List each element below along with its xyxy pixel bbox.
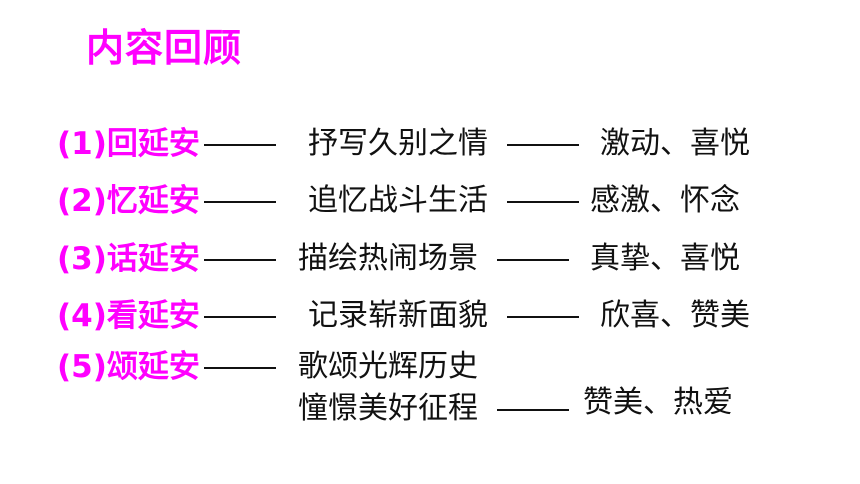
- dash-connector: [204, 259, 276, 261]
- dash-connector: [204, 367, 276, 369]
- dash-connector: [507, 201, 579, 203]
- row-label: (1)回延安: [57, 126, 200, 162]
- row-label: (3)话延安: [57, 241, 200, 277]
- row-content: 歌颂光辉历史: [298, 349, 478, 384]
- row-content: 记录崭新面貌: [308, 298, 488, 333]
- review-row-5: (5)颂延安 歌颂光辉历史: [0, 345, 860, 389]
- row-feeling: 感激、怀念: [590, 183, 740, 218]
- dash-connector: [204, 201, 276, 203]
- dash-connector: [497, 259, 569, 261]
- review-row-5-cont: 憧憬美好征程 赞美、热爱: [0, 385, 860, 431]
- row-feeling: 真挚、喜悦: [590, 241, 740, 276]
- row-label: (4)看延安: [57, 298, 200, 334]
- row-label: (5)颂延安: [57, 349, 200, 385]
- dash-connector: [204, 144, 276, 146]
- row-feeling: 赞美、热爱: [583, 385, 733, 420]
- review-row-1: (1)回延安 抒写久别之情 激动、喜悦: [0, 122, 860, 166]
- review-row-3: (3)话延安 描绘热闹场景 真挚、喜悦: [0, 237, 860, 281]
- review-row-4: (4)看延安 记录崭新面貌 欣喜、赞美: [0, 294, 860, 338]
- row-content: 描绘热闹场景: [298, 241, 478, 276]
- review-row-2: (2)忆延安 追忆战斗生活 感激、怀念: [0, 179, 860, 223]
- row-content: 憧憬美好征程: [298, 391, 478, 426]
- dash-connector: [507, 144, 579, 146]
- slide-title: 内容回顾: [86, 26, 243, 70]
- dash-connector: [507, 316, 579, 318]
- row-label: (2)忆延安: [57, 183, 200, 219]
- row-content: 抒写久别之情: [308, 126, 488, 161]
- dash-connector: [497, 409, 569, 411]
- row-content: 追忆战斗生活: [308, 183, 488, 218]
- row-feeling: 欣喜、赞美: [600, 298, 750, 333]
- dash-connector: [204, 316, 276, 318]
- row-feeling: 激动、喜悦: [600, 126, 750, 161]
